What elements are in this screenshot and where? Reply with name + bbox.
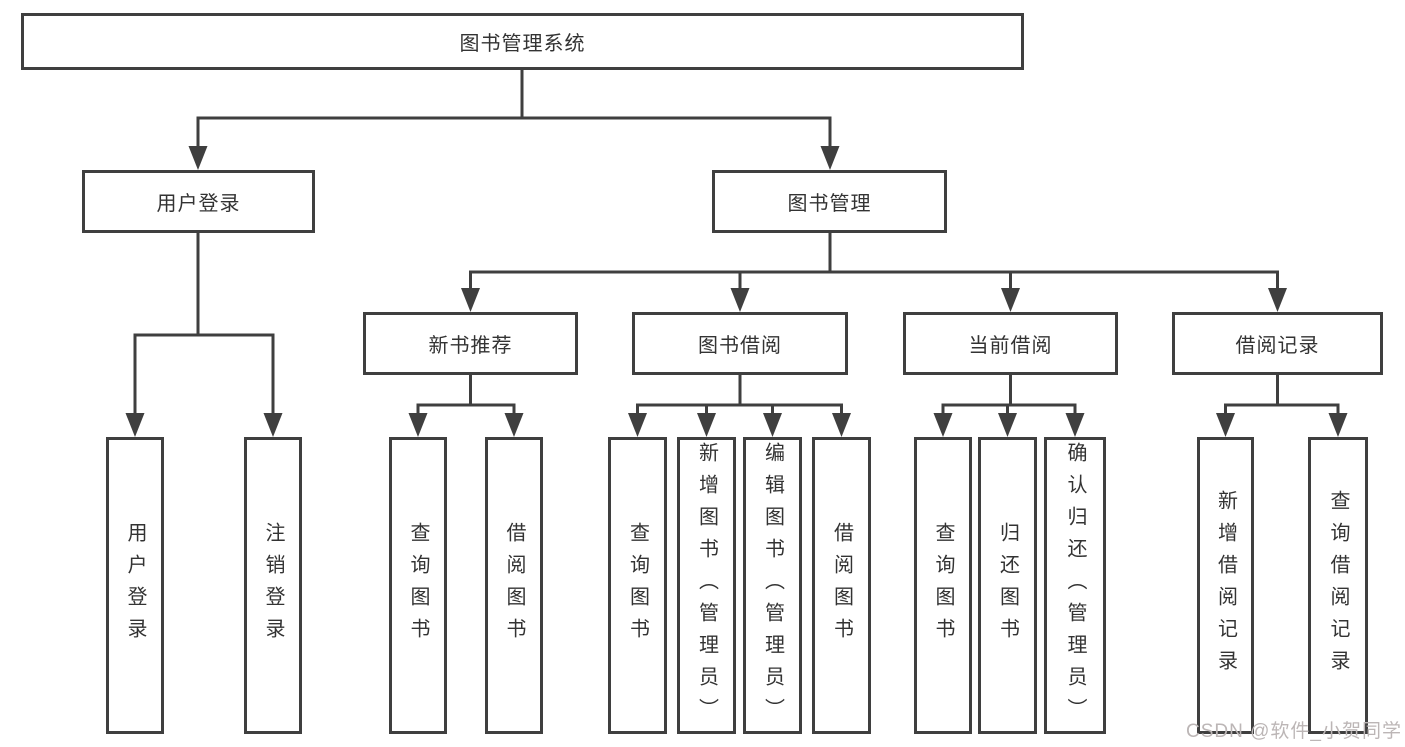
node-label: 借阅记录: [1235, 335, 1320, 357]
csdn-watermark: CSDN @软件_小贺同学: [1186, 721, 1402, 742]
leaf-label: 借阅图书: [503, 521, 525, 650]
node-borrow-records: 借阅记录: [1172, 312, 1383, 375]
leaf-edit-book-admin: 编辑图书（管理员）: [743, 437, 802, 734]
leaf-query-borrow-record: 查询借阅记录: [1308, 437, 1368, 734]
node-label: 图书管理: [787, 193, 872, 215]
leaf-confirm-return-admin: 确认归还（管理员）: [1044, 437, 1106, 734]
leaf-label: 注销登录: [262, 521, 284, 650]
leaf-add-borrow-record: 新增借阅记录: [1197, 437, 1254, 734]
connector-book-borrow-to-leaves: [628, 375, 851, 437]
leaf-label: 确认归还（管理员）: [1064, 441, 1086, 730]
node-label: 新书推荐: [428, 335, 513, 357]
leaf-label: 用户登录: [124, 521, 146, 650]
node-user-login: 用户登录: [82, 170, 315, 233]
leaf-add-book-admin: 新增图书（管理员）: [677, 437, 736, 734]
node-new-book-recommend: 新书推荐: [363, 312, 578, 375]
leaf-label: 新增借阅记录: [1214, 489, 1237, 682]
leaf-user-login: 用户登录: [106, 437, 164, 734]
leaf-borrow-books: 借阅图书: [812, 437, 871, 734]
leaf-borrow-books-recommend: 借阅图书: [485, 437, 543, 734]
connector-book-management-to-level3: [461, 233, 1287, 312]
connector-user-login-to-leaves: [125, 233, 283, 437]
node-book-borrow: 图书借阅: [632, 312, 848, 375]
connector-root-to-level2: [188, 69, 840, 170]
node-book-management: 图书管理: [712, 170, 947, 233]
node-label: 用户登录: [156, 193, 241, 215]
leaf-logout: 注销登录: [244, 437, 302, 734]
node-current-borrow: 当前借阅: [903, 312, 1118, 375]
node-label: 图书借阅: [698, 335, 782, 357]
leaf-label: 查询借阅记录: [1327, 489, 1349, 682]
connector-current-borrow-to-leaves: [933, 375, 1085, 437]
leaf-label: 新增图书（管理员）: [695, 441, 718, 730]
node-label: 图书管理系统: [459, 33, 586, 55]
connector-new-book-recommend-to-leaves: [408, 375, 524, 437]
leaf-return-book: 归还图书: [978, 437, 1037, 734]
leaf-label: 借阅图书: [830, 521, 853, 650]
leaf-label: 查询图书: [932, 521, 954, 650]
node-library-management-system: 图书管理系统: [21, 13, 1024, 70]
leaf-label: 归还图书: [996, 521, 1019, 650]
connector-borrow-records-to-leaves: [1216, 375, 1348, 437]
leaf-label: 编辑图书（管理员）: [761, 441, 784, 730]
leaf-label: 查询图书: [407, 521, 429, 650]
leaf-query-books-borrow: 查询图书: [608, 437, 667, 734]
leaf-query-books-current: 查询图书: [914, 437, 972, 734]
leaf-query-books-recommend: 查询图书: [389, 437, 447, 734]
node-label: 当前借阅: [968, 335, 1053, 357]
leaf-label: 查询图书: [626, 521, 649, 650]
